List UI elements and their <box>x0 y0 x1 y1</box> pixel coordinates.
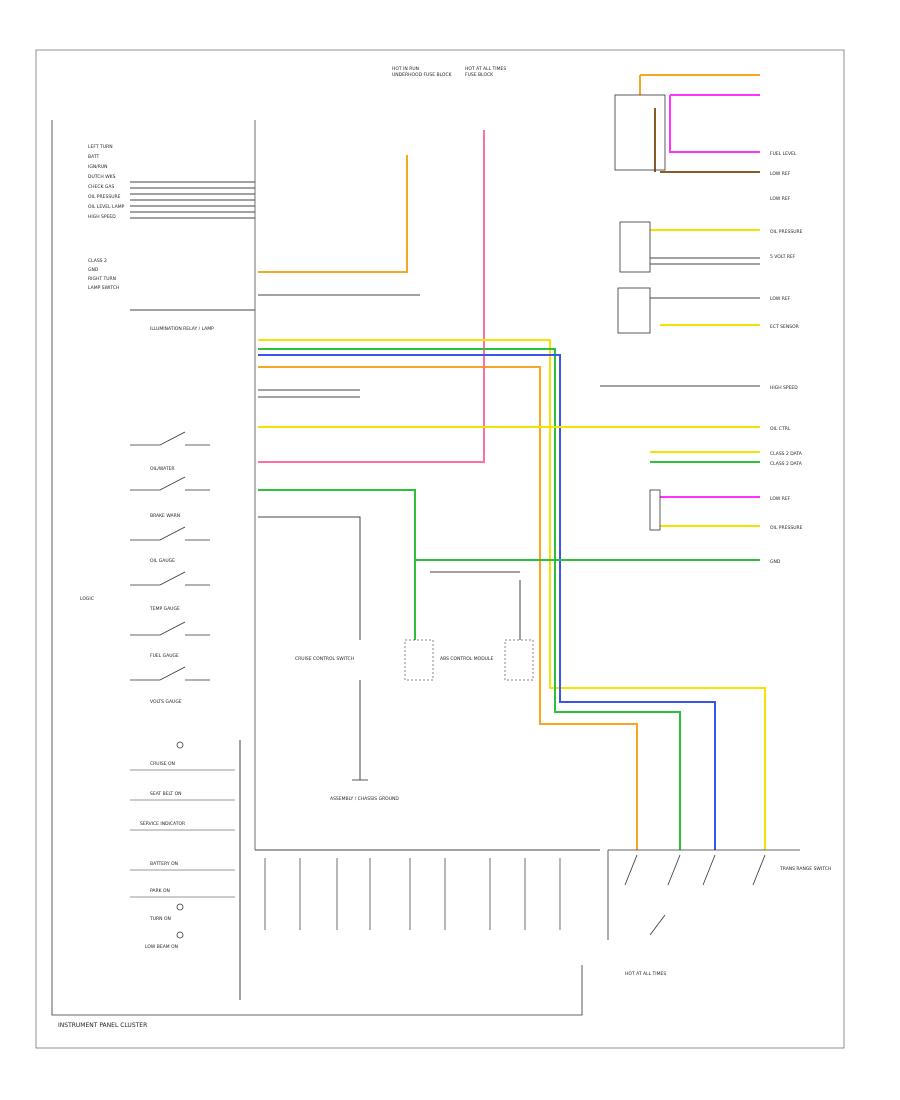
top-connector-1-sub: UNDERHOOD FUSE BLOCK <box>392 72 453 78</box>
sw-label-5: FUEL GAUGE <box>150 653 179 659</box>
li-left-turn: LEFT TURN <box>88 144 113 150</box>
cluster-switches <box>130 431 210 681</box>
ect-sensor-block <box>617 287 651 334</box>
rc-5v-ref: 5 VOLT REF <box>770 254 796 260</box>
lli-gnd: GND <box>88 267 99 273</box>
trans-range-label: TRANS RANGE SWITCH <box>779 866 831 872</box>
wire-pink <box>258 130 485 463</box>
trans-range-sub: HOT AT ALL TIMES <box>625 971 666 977</box>
lamp-symbols <box>176 741 184 939</box>
lli-ext-lamp: LAMP SWITCH <box>88 285 119 291</box>
rc-oil-pressure-2: OIL PRESSURE <box>770 525 803 531</box>
fuel-sender-block <box>614 94 666 171</box>
top-connector-2-sub: FUSE BLOCK <box>465 72 494 78</box>
wire-yellow <box>258 339 766 850</box>
cruise-module-block <box>504 639 534 681</box>
lamp-label-4: BATTERY ON <box>150 861 178 867</box>
wire-magenta-fuel <box>669 94 760 153</box>
rc-high-speed: HIGH SPEED <box>770 385 798 391</box>
rc-low-ref-3: LOW REF <box>770 296 791 302</box>
black-wires <box>130 181 760 1000</box>
lamp-rows <box>130 769 235 898</box>
rc-low-ref-1: LOW REF <box>770 171 791 177</box>
lamp-label-6: TURN ON <box>149 916 171 922</box>
oil-pressure-sensor-block <box>619 221 651 273</box>
trans-switch-contacts <box>624 854 766 936</box>
center-comp-3: ASSEMBLY / CHASSIS GROUND <box>330 796 399 802</box>
top-connector-1-label: HOT IN RUN <box>392 66 419 72</box>
rc-class2-1: CLASS 2 DATA <box>770 451 803 457</box>
lamp-label-5: PARK ON <box>150 888 170 894</box>
li-ign: IGN/RUN <box>88 164 107 170</box>
sw-label-4: TEMP GAUGE <box>149 606 180 612</box>
sw-label-1: OIL/WATER <box>150 466 175 472</box>
center-comp-1: CRUISE CONTROL SWITCH <box>295 656 354 662</box>
gauge-row <box>264 858 561 930</box>
rc-low-ref-2: LOW REF <box>770 196 791 202</box>
li-dutch: DUTCH WKS <box>88 174 116 180</box>
rc-oil-ctrl: OIL CTRL <box>770 426 791 432</box>
cluster-boundary <box>51 120 583 1016</box>
li-high-speed: HIGH SPEED <box>88 214 116 220</box>
rc-low-ref-4: LOW REF <box>770 496 791 502</box>
center-comp-2: ABS CONTROL MODULE <box>440 656 493 662</box>
trans-range-block <box>607 849 800 940</box>
lamp-label-1: CRUISE ON <box>150 761 175 767</box>
li-oil-pressure: OIL PRESSURE <box>88 194 121 200</box>
lli-right-turn: RIGHT TURN <box>88 276 116 282</box>
wire-orange-main <box>258 366 638 850</box>
li-batt: BATT <box>88 154 99 160</box>
logic-label: LOGIC <box>80 596 94 602</box>
sw-label-2: BRAKE WARN <box>150 513 180 519</box>
lamp-label-2: SEAT BELT ON <box>150 791 182 797</box>
wire-brown-lowref <box>654 108 760 173</box>
outer-frame <box>35 49 845 1049</box>
rc-oil-pressure-1: OIL PRESSURE <box>770 229 803 235</box>
top-connector-2-label: HOT AT ALL TIMES <box>465 66 506 72</box>
diagram-title: INSTRUMENT PANEL CLUSTER <box>58 1022 147 1029</box>
lamp-label-7: LOW BEAM ON <box>145 944 178 950</box>
illumination-label: ILLUMINATION RELAY / LAMP <box>150 326 214 332</box>
oil-sender-block <box>649 489 661 531</box>
abs-module-block <box>404 639 434 681</box>
rc-class2-2: CLASS 2 DATA <box>770 461 803 467</box>
sw-label-6: VOLTS GAUGE <box>150 699 182 705</box>
rc-ect-sensor: ECT SENSOR <box>770 324 799 330</box>
sw-label-3: OIL GAUGE <box>150 558 175 564</box>
li-check-gas: CHECK GAS <box>88 184 114 190</box>
rc-gnd: GND <box>770 559 781 565</box>
lamp-label-3: SERVICE INDICATOR <box>140 821 185 827</box>
li-oil-lamp: OIL LEVEL LAMP <box>88 204 125 210</box>
wire-green <box>258 348 681 850</box>
rc-fuel-level: FUEL LEVEL <box>770 151 797 157</box>
wire-orange-hot-in-run <box>258 155 408 273</box>
wire-blue <box>258 354 716 850</box>
wire-green-loop <box>258 489 416 640</box>
lli-class2: CLASS 2 <box>88 258 107 264</box>
